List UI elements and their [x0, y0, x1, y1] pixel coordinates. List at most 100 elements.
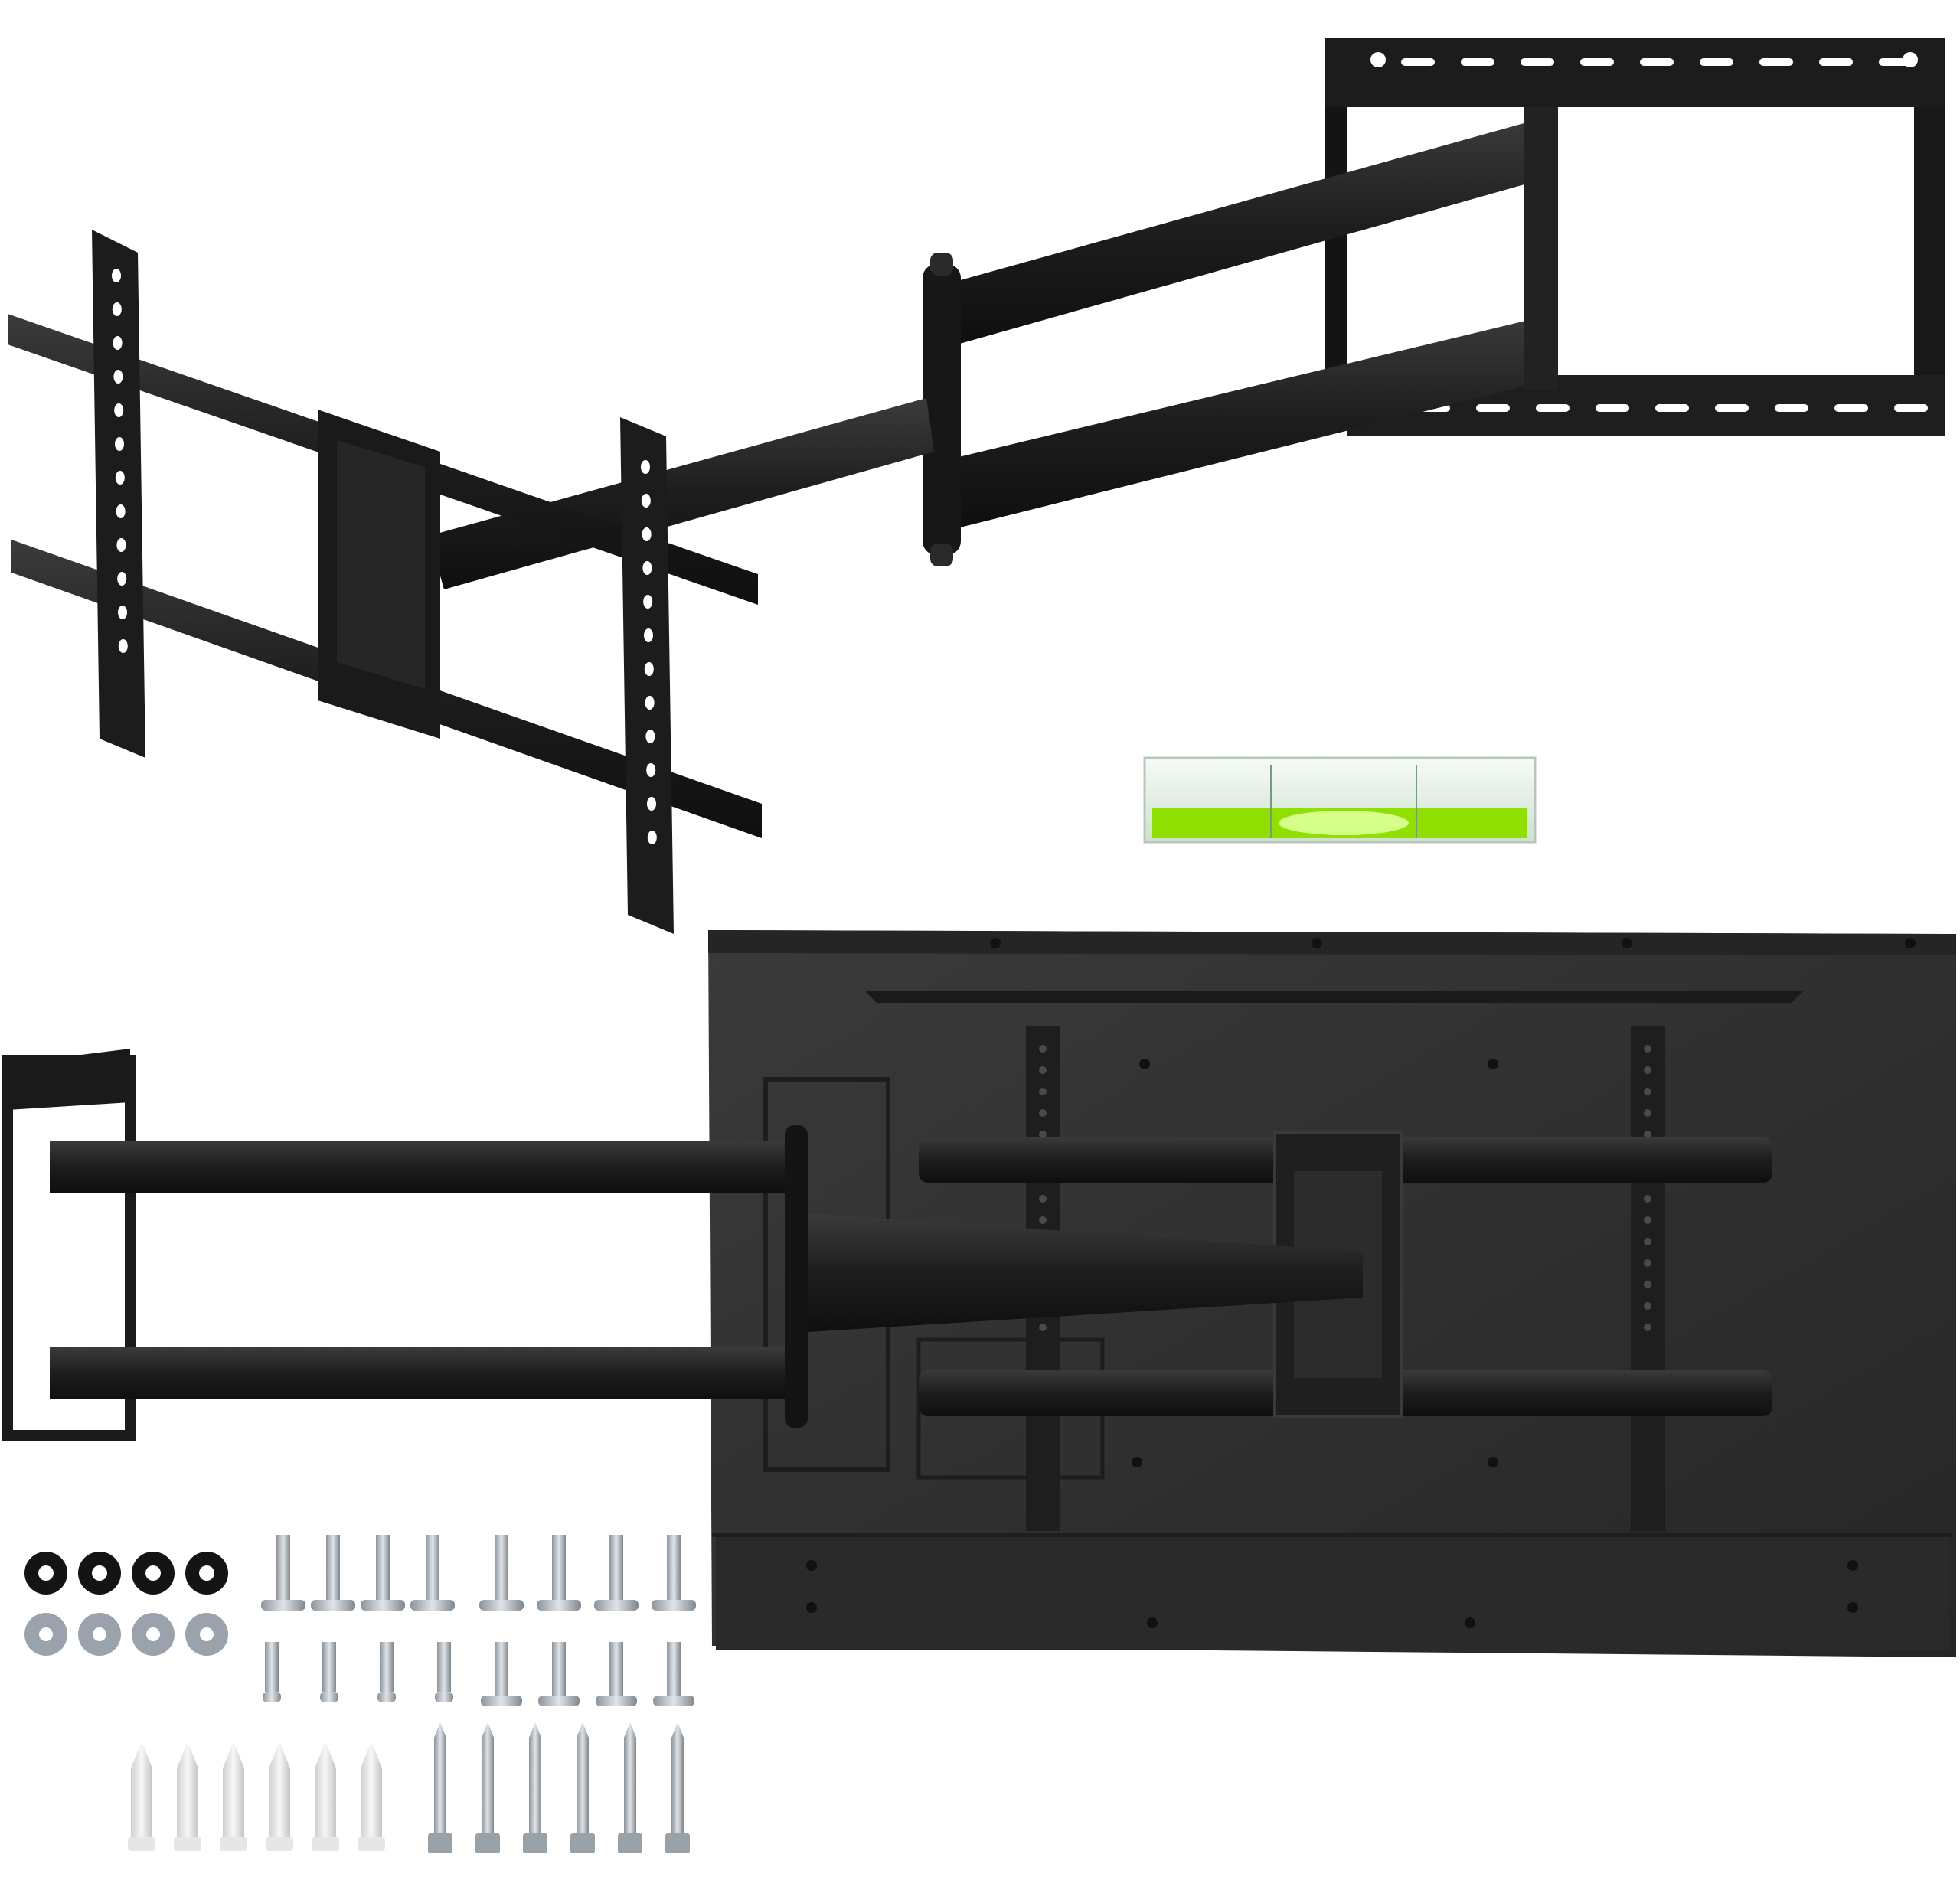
- tv-screw: [1622, 938, 1632, 948]
- bracket-hole: [1644, 1066, 1651, 1074]
- anchor-collar: [174, 1837, 201, 1851]
- anchor-collar: [358, 1837, 385, 1851]
- spacer-hole: [92, 1565, 107, 1581]
- short-bolt-head: [481, 1696, 522, 1706]
- long-bolt-head: [261, 1600, 305, 1611]
- mount-hole: [112, 269, 121, 282]
- long-bolt-head: [652, 1600, 696, 1611]
- tv-screw: [1312, 938, 1322, 948]
- short-bolts: [263, 1642, 694, 1706]
- plate-slot: [1401, 58, 1435, 66]
- long-bolt-shaft: [376, 1535, 390, 1600]
- mount-hole: [118, 606, 127, 619]
- wall-anchors: [128, 1742, 385, 1851]
- mount-hole: [115, 437, 124, 451]
- long-bolt-head: [311, 1600, 355, 1611]
- bracket-hole: [1644, 1195, 1651, 1203]
- short-bolt-head: [596, 1696, 637, 1706]
- mount-hole: [116, 504, 126, 518]
- tv-extended-arm: [2, 1049, 1363, 1441]
- bracket-hole: [1039, 1195, 1047, 1203]
- anchor-collar: [312, 1837, 339, 1851]
- wall-anchor: [315, 1742, 336, 1837]
- tv-screw: [990, 938, 1001, 948]
- plate-slot: [1834, 404, 1868, 412]
- short-bolt-head: [538, 1696, 580, 1706]
- wall-anchor: [361, 1742, 382, 1837]
- metal-washers: [24, 1613, 228, 1656]
- mount-hole: [112, 302, 122, 316]
- short-bolt-shaft: [609, 1642, 623, 1696]
- spacer-hole: [38, 1565, 54, 1581]
- short-bolt-shaft: [322, 1642, 336, 1692]
- wall-anchor: [131, 1742, 152, 1837]
- tv-screw: [806, 1602, 817, 1613]
- plate-slot: [1521, 58, 1554, 66]
- plate-slot: [1536, 404, 1570, 412]
- rubber-spacers: [24, 1552, 228, 1595]
- plate-slot: [1775, 404, 1808, 412]
- anchor-collar: [266, 1837, 293, 1851]
- short-bolt-shaft: [380, 1642, 394, 1692]
- lag-bolt-shaft: [482, 1722, 494, 1833]
- lag-bolt-shaft: [624, 1722, 636, 1833]
- mount-hole: [116, 538, 126, 552]
- long-bolt-shaft: [667, 1535, 681, 1600]
- mount-hole: [644, 662, 654, 676]
- washer-hole: [200, 1627, 214, 1641]
- plate-slot: [1461, 58, 1494, 66]
- bracket-hole: [1039, 1216, 1047, 1224]
- mount-hole: [647, 797, 656, 811]
- short-bolt-head: [320, 1692, 338, 1702]
- plate-slot: [1596, 404, 1629, 412]
- long-bolt-head: [410, 1600, 455, 1611]
- long-bolt-shaft: [426, 1535, 439, 1600]
- spacer-hole: [145, 1565, 161, 1581]
- long-bolt-head: [361, 1600, 405, 1611]
- wall-anchor: [177, 1742, 198, 1837]
- tv-screw: [1488, 1457, 1498, 1467]
- tv-mount-bracket-front: [8, 38, 1945, 934]
- washer-hole: [93, 1627, 106, 1641]
- bracket-hole: [1039, 1045, 1047, 1053]
- mount-hole: [642, 561, 652, 575]
- lag-bolt-head: [570, 1833, 595, 1853]
- tv-mount-installed-on-tv-back: [2, 930, 1956, 1657]
- mounting-hardware-kit: [24, 1535, 696, 1853]
- bracket-hole: [1039, 1324, 1047, 1331]
- mount-hole: [643, 595, 653, 609]
- tv-screw: [1847, 1560, 1858, 1571]
- mount-hole: [113, 336, 122, 350]
- lag-bolt-shaft: [434, 1722, 446, 1833]
- lag-bolt-shaft: [671, 1722, 684, 1833]
- plate-slot: [1715, 404, 1749, 412]
- mount-hole: [644, 628, 653, 642]
- bracket-hole: [1644, 1238, 1651, 1245]
- mount-hole: [646, 763, 656, 777]
- wall-anchor: [269, 1742, 290, 1837]
- tv-plate: [8, 230, 762, 934]
- long-bolt-shaft: [326, 1535, 340, 1600]
- anchor-collar: [220, 1837, 247, 1851]
- mount-hole: [647, 831, 657, 844]
- long-bolts: [261, 1535, 696, 1611]
- short-bolt-shaft: [437, 1642, 451, 1692]
- plate-slot: [1580, 58, 1614, 66]
- lag-bolts: [428, 1722, 690, 1853]
- bracket-hole: [1039, 1066, 1047, 1074]
- bracket-hole: [1644, 1045, 1651, 1053]
- lag-bolt-head: [428, 1833, 452, 1853]
- mount-hole: [641, 460, 650, 474]
- long-bolt-head: [479, 1600, 524, 1611]
- bracket-hole: [1644, 1259, 1651, 1267]
- mount-hole: [117, 572, 127, 586]
- washer-hole: [39, 1627, 53, 1641]
- bracket-hole: [1039, 1131, 1047, 1138]
- lag-bolt-head: [523, 1833, 547, 1853]
- long-bolt-shaft: [276, 1535, 290, 1600]
- tv-horizontal-rails: [919, 1131, 1772, 1418]
- plate-slot: [1640, 58, 1674, 66]
- bracket-hole: [1039, 1109, 1047, 1117]
